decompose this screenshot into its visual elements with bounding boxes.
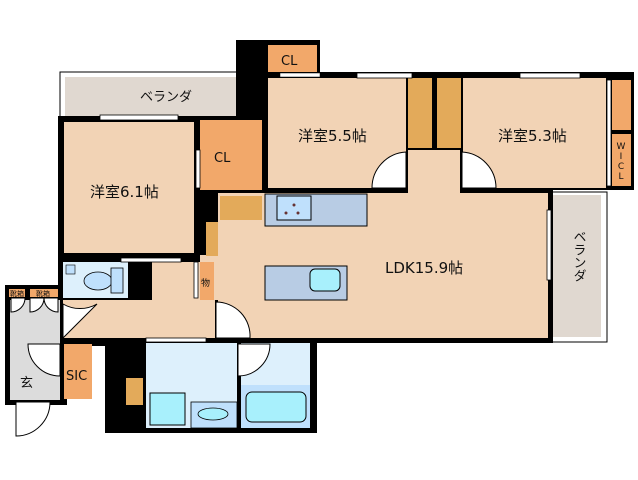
sink-icon bbox=[309, 268, 341, 292]
shoe-box-1-label: 靴箱 bbox=[10, 289, 24, 298]
balcony-right-label: ベランダ bbox=[571, 230, 587, 282]
washing-machine-icon bbox=[149, 392, 186, 426]
storage-strip-1 bbox=[408, 78, 432, 148]
shoe-box-2 bbox=[30, 289, 58, 297]
ldk-label: LDK15.9帖 bbox=[385, 259, 463, 277]
western-room-2-label: 洋室5.5帖 bbox=[298, 127, 367, 145]
storage-strip-2 bbox=[437, 78, 461, 148]
entrance-label: 玄 bbox=[20, 376, 33, 391]
western-room-1 bbox=[64, 122, 194, 253]
walk-in-closet bbox=[612, 134, 631, 186]
hallway bbox=[63, 300, 215, 338]
walk-in-closet-label: WICL bbox=[616, 142, 626, 182]
balcony-right: ベランダ bbox=[549, 191, 608, 343]
shoe-box-2-label: 靴箱 bbox=[36, 289, 50, 298]
closet-1-label: CL bbox=[214, 151, 231, 166]
shoe-box-1 bbox=[9, 289, 25, 297]
bathtub-icon bbox=[245, 391, 307, 423]
western-room-3-label: 洋室5.3帖 bbox=[498, 127, 567, 145]
balcony-top: ベランダ bbox=[59, 71, 239, 119]
washbasin-icon bbox=[197, 407, 229, 421]
windows bbox=[99, 72, 612, 343]
doors bbox=[10, 151, 497, 437]
shoe-in-closet-label: SIC bbox=[66, 369, 87, 384]
storage-label: 物 bbox=[201, 277, 210, 289]
closet-2-label: CL bbox=[281, 54, 298, 69]
shoe-in-closet bbox=[64, 344, 92, 399]
toilet-icon bbox=[83, 271, 113, 291]
balcony-top-label: ベランダ bbox=[140, 90, 192, 105]
stove-icon bbox=[276, 195, 312, 221]
storage bbox=[200, 262, 214, 300]
closet-1 bbox=[200, 120, 262, 190]
western-room-1-label: 洋室6.1帖 bbox=[90, 183, 159, 201]
closet-2 bbox=[268, 45, 317, 72]
